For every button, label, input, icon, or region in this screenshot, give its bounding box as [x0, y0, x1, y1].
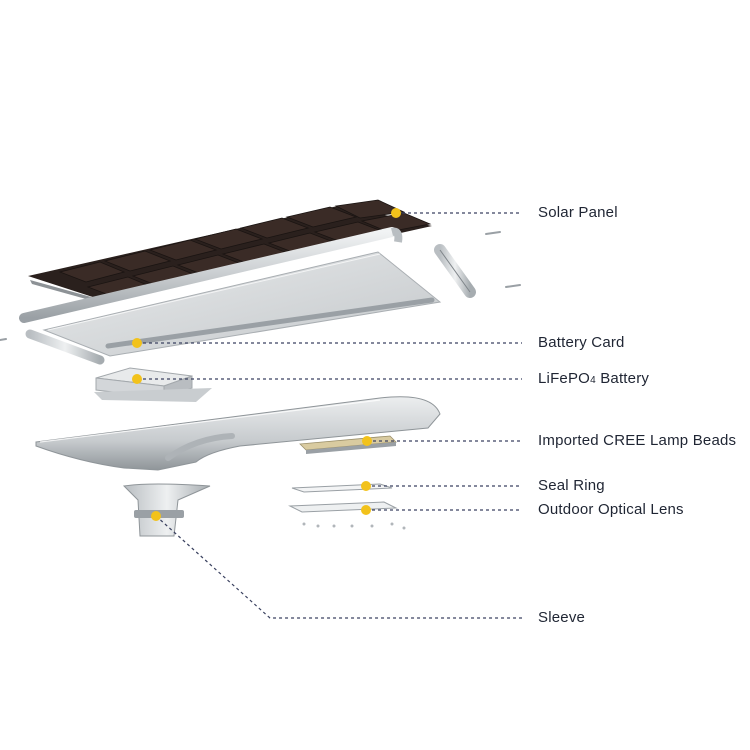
marker-dot-seal-ring — [361, 481, 371, 491]
marker-dot-lamp-beads — [362, 436, 372, 446]
label-optical-lens: Outdoor Optical Lens — [538, 501, 684, 518]
leader-lines — [137, 212, 522, 619]
seal-ring — [291, 483, 393, 493]
marker-dot-optical-lens — [361, 505, 371, 515]
label-lamp-beads: Imported CREE Lamp Beads — [538, 432, 737, 449]
marker-dot-lifepo4-battery — [132, 374, 142, 384]
label-lifepo4-battery: LiFePO4 Battery — [538, 370, 649, 387]
label-seal-ring: Seal Ring — [538, 477, 605, 494]
lifepo4-battery — [94, 367, 212, 402]
optical-lens — [288, 501, 406, 530]
marker-dot-solar-panel — [391, 208, 401, 218]
sleeve — [122, 483, 211, 537]
marker-dot-battery-card — [132, 338, 142, 348]
marker-dots — [132, 208, 401, 521]
label-battery-card: Battery Card — [538, 334, 625, 351]
screw-set — [0, 231, 521, 341]
marker-dot-sleeve — [151, 511, 161, 521]
label-sleeve: Sleeve — [538, 609, 586, 626]
battery-card — [25, 244, 476, 365]
solar-panel — [19, 199, 432, 323]
leader-sleeve — [155, 515, 522, 619]
label-solar-panel: Solar Panel — [538, 204, 618, 221]
battery-label-prefix: LiFePO — [538, 370, 591, 387]
lamp-housing — [35, 396, 441, 471]
cree-lamp-bead-strip — [299, 435, 397, 454]
battery-label-suffix: Battery — [595, 370, 650, 387]
battery-label-subscript: 4 — [590, 375, 596, 386]
